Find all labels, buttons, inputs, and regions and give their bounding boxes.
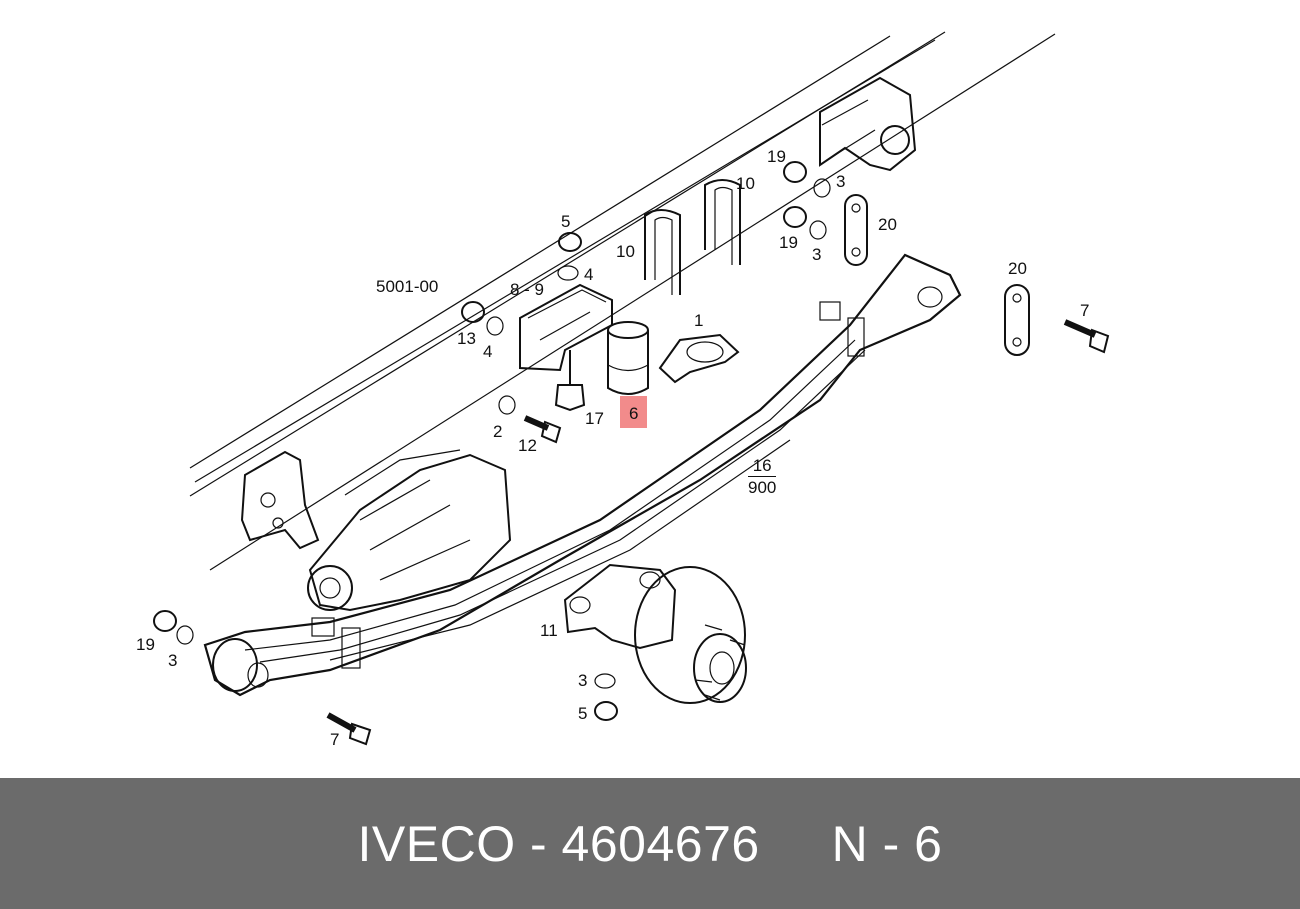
fraction-top: 16 [748, 457, 777, 477]
callout-3a: 3 [836, 172, 846, 191]
callout-13: 13 [457, 329, 476, 348]
callout-3c: 3 [168, 651, 178, 670]
part-number-text: IVECO - 4604676 N - 6 [357, 815, 943, 872]
callout-5001-00: 5001-00 [376, 277, 439, 296]
callout-5b: 5 [578, 704, 588, 723]
callout-8-9: 8 - 9 [510, 280, 545, 299]
callout-5a: 5 [561, 212, 571, 231]
callout-10a: 10 [616, 242, 635, 261]
callout-19b: 19 [779, 233, 798, 252]
callout-4b: 4 [483, 342, 493, 361]
fraction-callout: 16 900 [748, 457, 777, 497]
callout-17: 17 [585, 409, 604, 428]
callout-10b: 10 [736, 174, 755, 193]
part-number-banner: IVECO - 4604676 N - 6 [0, 778, 1300, 909]
callout-20b: 20 [1008, 259, 1027, 278]
callout-3b: 3 [812, 245, 822, 264]
suspension-line-drawing [153, 31, 1110, 746]
callout-7a: 7 [1080, 301, 1090, 320]
callout-2: 2 [493, 422, 503, 441]
fraction-bottom: 900 [748, 477, 777, 497]
callout-19a: 19 [767, 147, 786, 166]
callout-11: 11 [540, 621, 558, 640]
parts-diagram: 1 2 3 3 3 3 4 4 5 5 6 7 7 8 - 9 10 10 11… [136, 31, 1110, 749]
callout-7b: 7 [330, 730, 340, 749]
callout-1: 1 [694, 311, 704, 330]
callout-19c: 19 [136, 635, 155, 654]
callout-4a: 4 [584, 265, 594, 284]
callout-20a: 20 [878, 215, 897, 234]
callout-6-highlighted: 6 [620, 396, 648, 428]
callout-3d: 3 [578, 671, 588, 690]
callout-12: 12 [518, 436, 537, 455]
